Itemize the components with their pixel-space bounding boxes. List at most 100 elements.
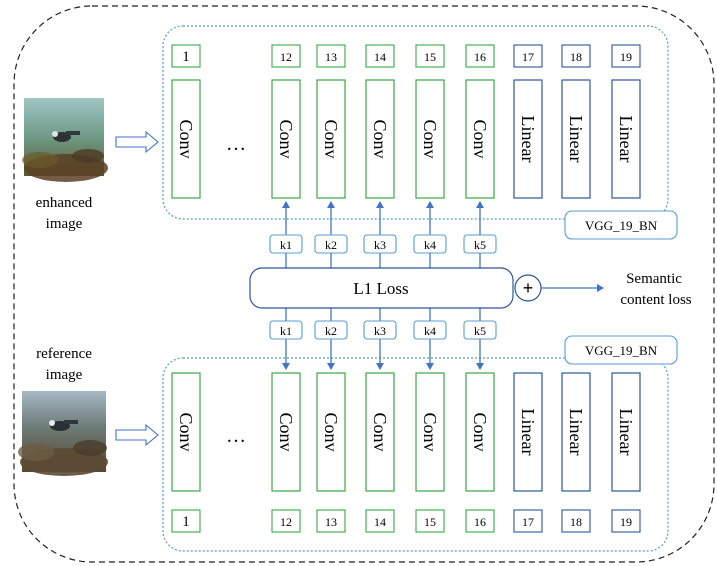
bottom-weight-label: k2 [325,324,337,338]
linear-layer-label: Linear [518,409,538,456]
linear-layer-box [561,372,591,492]
layer-index-box [271,509,301,533]
layer-index-box [365,44,395,68]
linear-layer-label: Linear [566,409,586,456]
conv-layer-label: Conv [321,119,341,158]
reference-input-arrow [115,423,159,447]
conv-layer-label: Conv [420,119,440,158]
bottom-vgg-tag: VGG_19_BN [585,343,658,358]
layer-index: 1 [182,49,190,65]
layer-index: 12 [280,515,292,529]
layer-index: 1 [182,514,190,530]
linear-layer-label: Linear [616,409,636,456]
bottom-weight-label: k3 [374,324,386,338]
layer-index-box [561,44,591,68]
layer-index-box [465,44,495,68]
bottom-weight-box [463,320,497,340]
bottom-weight-label: k4 [424,324,436,338]
linear-layer-box [611,79,641,199]
bottom-network-frame [162,357,669,552]
layer-index: 14 [374,515,386,529]
layer-index-box [513,44,543,68]
layer-index: 13 [325,515,337,529]
conv-layer-box [271,79,301,199]
bottom-layer-stack: 1Conv12Conv13Conv14Conv15Conv16Conv17Lin… [171,372,641,533]
bottom-weight-label: k5 [474,324,486,338]
conv-layer-label: Conv [176,412,196,451]
top-weight-label: k3 [374,238,386,252]
layer-index-box [271,44,301,68]
layer-index: 18 [570,515,582,529]
layer-index-box [316,44,346,68]
conv-layer-label: Conv [370,412,390,451]
l1-loss-label: L1 Loss [353,279,408,298]
conv-layer-label: Conv [470,119,490,158]
conv-layer-box [415,372,445,492]
layer-index-box [513,509,543,533]
top-weight-label: k5 [474,238,486,252]
layer-index-box [465,509,495,533]
layer-index-box [316,509,346,533]
linear-layer-label: Linear [616,116,636,163]
linear-layer-box [561,79,591,199]
conv-layer-box [316,372,346,492]
layer-index-box [365,509,395,533]
output-label-line1: Semantic [626,271,682,287]
conv-layer-box [271,372,301,492]
layer-index-box [171,44,201,68]
bottom-ellipsis: … [226,425,246,447]
top-weight-box [463,234,497,254]
layer-index-box [611,44,641,68]
conv-layer-label: Conv [370,119,390,158]
top-vgg-tag: VGG_19_BN [585,218,658,233]
layer-index-box [415,44,445,68]
bottom-weight-label: k1 [280,324,292,338]
top-weight-label: k1 [280,238,292,252]
conv-layer-box [171,372,201,492]
layer-index: 13 [325,50,337,64]
top-weight-label: k4 [424,238,436,252]
linear-layer-box [513,79,543,199]
layer-index: 19 [620,50,632,64]
conv-layer-label: Conv [276,119,296,158]
top-weight-label: k2 [325,238,337,252]
linear-layer-box [611,372,641,492]
linear-layer-label: Linear [518,116,538,163]
enhanced-label-line2: image [46,216,83,232]
layer-index: 18 [570,50,582,64]
top-weight-box [363,234,397,254]
conv-layer-box [365,79,395,199]
layer-index: 14 [374,50,386,64]
layer-index-box [611,509,641,533]
feature-connections: k1 k1 k2 k2 k3 k3 k4 k4 k5 k5 [269,201,497,370]
conv-layer-label: Conv [176,119,196,158]
linear-layer-box [513,372,543,492]
layer-index: 17 [522,515,534,529]
conv-layer-box [365,372,395,492]
bottom-vgg-tag-box [564,335,678,365]
top-ellipsis: … [226,133,246,155]
enhanced-input-arrow [115,130,159,154]
bottom-weight-box [269,320,303,340]
conv-layer-box [171,79,201,199]
conv-layer-label: Conv [470,412,490,451]
conv-layer-label: Conv [321,412,341,451]
top-weight-box [413,234,447,254]
conv-layer-label: Conv [420,412,440,451]
conv-layer-box [316,79,346,199]
reference-label-line2: image [46,367,83,383]
layer-index: 12 [280,50,292,64]
layer-index: 19 [620,515,632,529]
bottom-weight-box [413,320,447,340]
bottom-weight-box [363,320,397,340]
conv-layer-box [465,372,495,492]
enhanced-image [22,98,108,182]
outer-border [13,5,715,563]
top-weight-box [314,234,348,254]
conv-layer-box [465,79,495,199]
layer-index: 17 [522,50,534,64]
reference-label-line1: reference [36,346,92,362]
linear-layer-label: Linear [566,116,586,163]
top-layer-stack: 1Conv12Conv13Conv14Conv15Conv16Conv17Lin… [171,44,641,199]
